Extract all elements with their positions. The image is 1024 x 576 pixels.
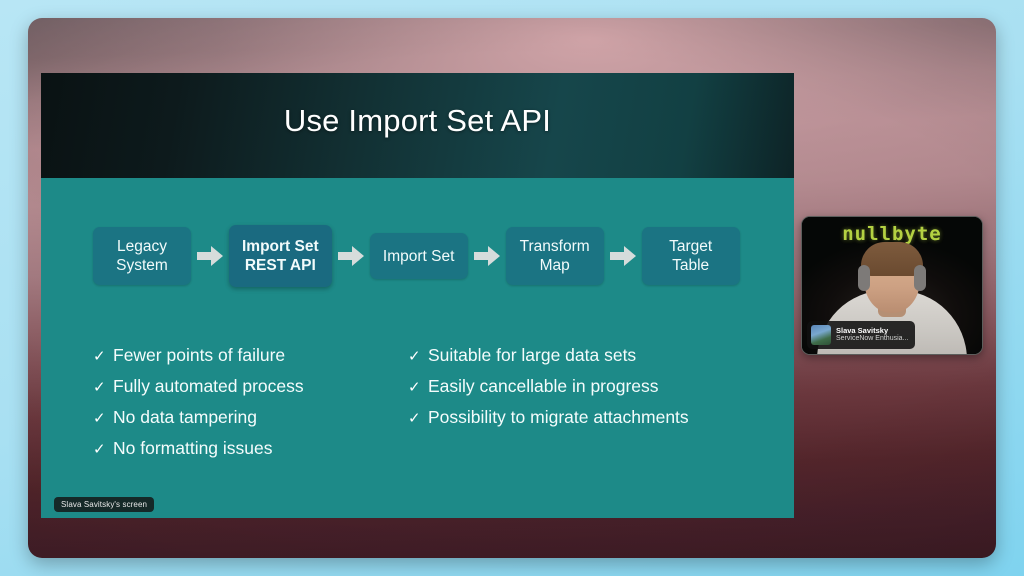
check-icon: ✓ xyxy=(93,441,106,458)
flow-box-legacy-system[interactable]: Legacy System xyxy=(93,227,191,285)
headphone-icon xyxy=(914,265,926,291)
benefits-column-right: ✓ Suitable for large data sets ✓ Easily … xyxy=(408,345,764,460)
check-icon: ✓ xyxy=(408,348,421,365)
flow-diagram: Legacy System Import Set REST API xyxy=(93,225,740,287)
participant-subtitle: ServiceNow Enthusia... xyxy=(836,335,909,343)
meeting-window: Use Import Set API Legacy System Import … xyxy=(28,18,996,558)
flow-box-line: Map xyxy=(539,257,570,274)
list-item-label: No data tampering xyxy=(113,407,257,427)
presentation-slide[interactable]: Use Import Set API Legacy System Import … xyxy=(41,73,794,518)
list-item-label: Easily cancellable in progress xyxy=(428,376,659,396)
flow-box-import-set-rest-api[interactable]: Import Set REST API xyxy=(229,225,332,287)
headphone-icon xyxy=(858,265,870,291)
arrow-right-icon xyxy=(191,246,229,266)
list-item-label: Fewer points of failure xyxy=(113,345,286,365)
participant-hair xyxy=(861,242,923,276)
slide-title: Use Import Set API xyxy=(283,103,552,138)
check-icon: ✓ xyxy=(408,410,421,427)
flow-box-line: Import Set xyxy=(382,247,455,265)
check-icon: ✓ xyxy=(408,379,421,396)
list-item: ✓ Fewer points of failure xyxy=(93,345,408,367)
list-item-label: No formatting issues xyxy=(113,438,273,458)
list-item: ✓ Possibility to migrate attachments xyxy=(408,407,764,429)
flow-box-line: System xyxy=(116,257,168,274)
slide-header-banner: Use Import Set API xyxy=(41,73,794,178)
flow-box-transform-map[interactable]: Transform Map xyxy=(505,227,604,285)
arrow-right-icon xyxy=(332,246,370,266)
benefits-column-left: ✓ Fewer points of failure ✓ Fully automa… xyxy=(93,345,408,460)
list-item: ✓ Fully automated process xyxy=(93,376,408,398)
flow-box-line: REST API xyxy=(244,257,316,274)
list-item: ✓ No formatting issues xyxy=(93,438,408,460)
backdrop-logo: nullbyte xyxy=(842,223,942,245)
check-icon: ✓ xyxy=(93,379,106,396)
flow-box-import-set[interactable]: Import Set xyxy=(369,233,468,279)
participant-info: Slava Savitsky ServiceNow Enthusia... xyxy=(836,327,908,344)
arrow-right-icon xyxy=(468,246,506,266)
list-item: ✓ Easily cancellable in progress xyxy=(408,376,764,398)
flow-box-line: Target xyxy=(669,238,713,255)
list-item: ✓ No data tampering xyxy=(93,407,408,429)
flow-box-line: Transform xyxy=(519,238,590,255)
check-icon: ✓ xyxy=(93,348,106,365)
flow-box-line: Legacy xyxy=(117,238,167,255)
flow-box-line: Import Set xyxy=(242,238,319,255)
check-icon: ✓ xyxy=(93,410,106,427)
participant-name-badge: Slava Savitsky ServiceNow Enthusia... xyxy=(807,321,916,349)
participant-video-tile[interactable]: nullbyte Slava Savitsky ServiceNow Enthu… xyxy=(801,216,983,355)
avatar xyxy=(811,325,831,345)
flow-box-line: Table xyxy=(672,257,710,274)
list-item: ✓ Suitable for large data sets xyxy=(408,345,764,367)
list-item-label: Suitable for large data sets xyxy=(428,345,637,365)
benefits-lists: ✓ Fewer points of failure ✓ Fully automa… xyxy=(93,345,764,460)
list-item-label: Possibility to migrate attachments xyxy=(428,407,689,427)
arrow-right-icon xyxy=(604,246,642,266)
screen-share-label: Slava Savitsky's screen xyxy=(54,497,155,512)
flow-box-target-table[interactable]: Target Table xyxy=(641,227,740,285)
list-item-label: Fully automated process xyxy=(113,376,304,396)
participant-name: Slava Savitsky xyxy=(836,326,889,335)
